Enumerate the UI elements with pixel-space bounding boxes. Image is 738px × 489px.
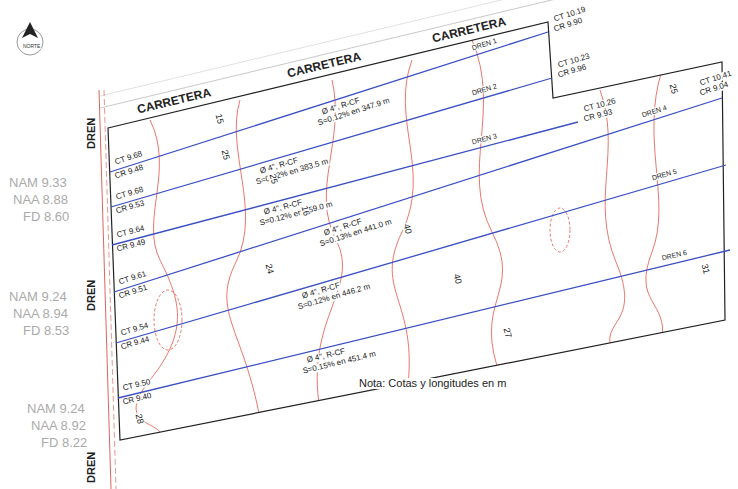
elevation: CR 9.40 xyxy=(121,392,153,407)
elevation: CR 9.49 xyxy=(115,238,147,254)
elevation: CR 9.48 xyxy=(113,163,145,180)
drain-lines xyxy=(110,32,730,398)
north-arrow xyxy=(17,22,43,55)
water-level: NAM 9.24 xyxy=(26,402,86,415)
drain-name: DREN 1 xyxy=(470,36,499,51)
drain-label: DREN xyxy=(86,117,97,150)
elevation: CR 9.53 xyxy=(114,199,146,215)
road-edge xyxy=(100,0,560,96)
dimension: 15 xyxy=(213,112,225,126)
dimension: 16 xyxy=(299,204,311,218)
water-level: FD 8.60 xyxy=(22,210,70,223)
dimension: 25 xyxy=(219,148,231,162)
note: Nota: Cotas y longitudes en m xyxy=(358,378,507,389)
field-boundary xyxy=(108,22,725,440)
water-level: FD 8.53 xyxy=(22,324,70,337)
water-level: FD 8.22 xyxy=(40,436,88,449)
north-label: NORTE xyxy=(22,44,41,49)
dimension: 27 xyxy=(501,326,513,340)
dimension: 25 xyxy=(667,82,679,96)
dimension: 24 xyxy=(263,262,275,276)
water-level: NAA 8.94 xyxy=(12,307,69,320)
road-name: CARRETERA xyxy=(135,86,213,116)
contour-lines xyxy=(136,40,663,440)
dimension: 28 xyxy=(133,412,145,426)
water-level: NAA 8.88 xyxy=(12,193,69,206)
drain-name: DREN 5 xyxy=(650,167,679,181)
water-level: NAM 9.33 xyxy=(8,176,68,189)
drain-name: DREN 6 xyxy=(660,248,689,261)
water-level: NAM 9.24 xyxy=(8,290,68,303)
drain-name: DREN 3 xyxy=(470,131,499,145)
road-name: CARRETERA xyxy=(285,50,363,80)
dimension: 31 xyxy=(699,262,711,276)
drain-label: DREN xyxy=(86,279,97,312)
dimension: 40 xyxy=(451,272,463,286)
drain-label: DREN xyxy=(86,451,97,484)
water-level: NAA 8.92 xyxy=(30,419,87,432)
elevation: CT 9.64 xyxy=(115,224,146,239)
elevation: CR 9.51 xyxy=(117,283,149,300)
drain-name: DREN 4 xyxy=(640,104,669,119)
elevation: CT 9.50 xyxy=(121,378,152,393)
road-edge xyxy=(100,0,560,108)
drain-name: DREN 2 xyxy=(470,82,499,96)
elevation: CR 9.44 xyxy=(119,335,151,351)
dimension: 25 xyxy=(267,172,279,186)
dimension: 40 xyxy=(401,222,413,236)
